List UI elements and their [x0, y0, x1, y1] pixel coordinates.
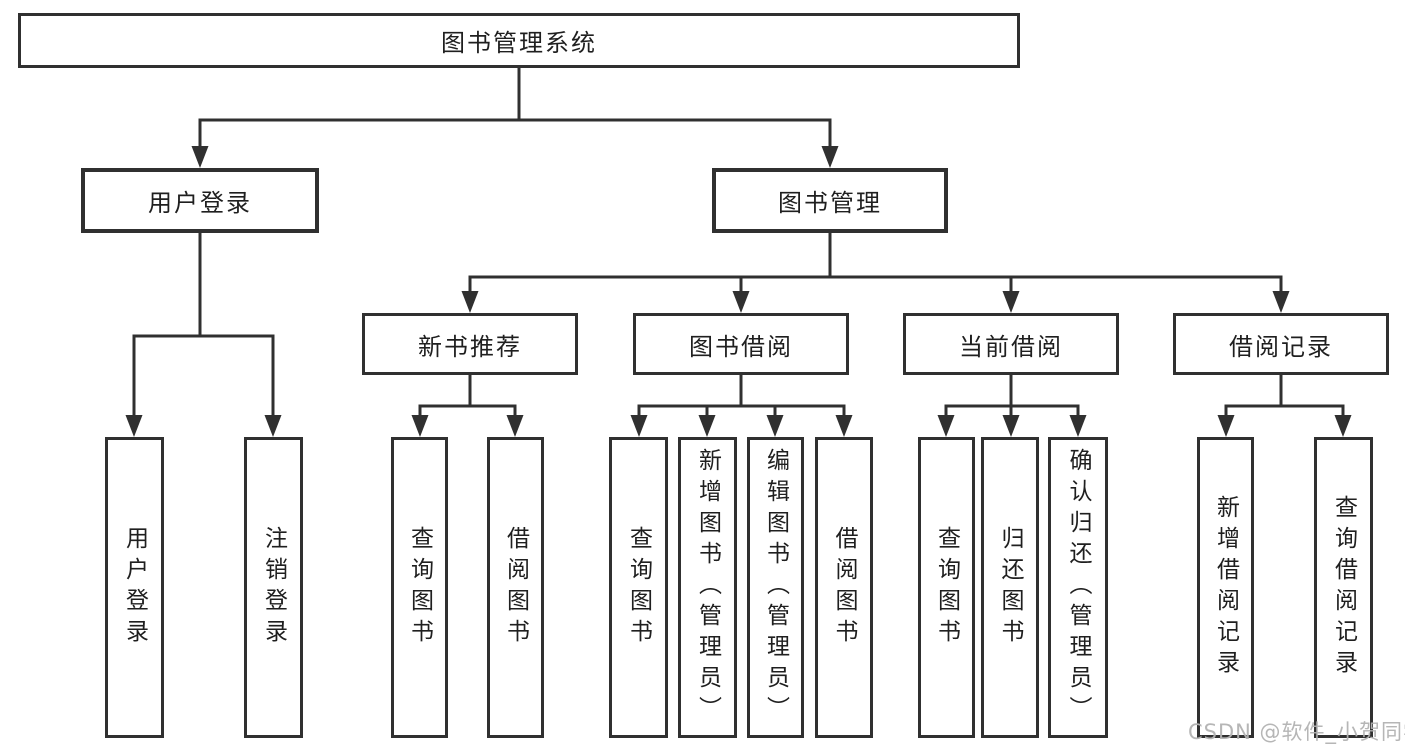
- connector-borrowing-rail: [637, 404, 846, 416]
- node-borrowing-records: 借阅记录: [1173, 313, 1389, 375]
- node-book-borrowing: 图书借阅: [633, 313, 849, 375]
- csdn-watermark: CSDN @软件_小贺同学: [1188, 720, 1405, 744]
- leaf-label: 查询图书: [406, 525, 433, 650]
- node-user-login: 用户登录: [81, 168, 319, 233]
- leaf-return-books: 归还图书: [981, 437, 1039, 738]
- leaf-label: 归还图书: [997, 525, 1023, 650]
- leaf-label: 查询借阅记录: [1330, 494, 1357, 681]
- leaf-label: 编辑图书（管理员）: [762, 448, 789, 727]
- node-book-management: 图书管理: [712, 168, 948, 233]
- leaf-label: 注销登录: [260, 525, 287, 650]
- leaf-add-borrow-record: 新增借阅记录: [1197, 437, 1254, 738]
- node-label: 用户登录: [148, 189, 252, 217]
- node-library-management-system: 图书管理系统: [18, 13, 1020, 68]
- connector-userlogin-rail: [132, 334, 275, 416]
- connector-current-rail: [944, 404, 1080, 416]
- node-label: 新书推荐: [418, 332, 522, 361]
- leaf-label: 用户登录: [121, 525, 148, 650]
- leaf-label: 借阅图书: [831, 525, 857, 650]
- node-new-book-recommendation: 新书推荐: [362, 313, 578, 375]
- leaf-query-borrow-record: 查询借阅记录: [1314, 437, 1373, 738]
- leaf-query-books-borrowing: 查询图书: [609, 437, 668, 738]
- leaf-borrow-books-newbooks: 借阅图书: [487, 437, 544, 738]
- node-label: 图书借阅: [689, 332, 793, 361]
- leaf-label: 新增借阅记录: [1212, 494, 1239, 681]
- node-current-borrowing: 当前借阅: [903, 313, 1119, 375]
- connector-level2-rail: [198, 118, 832, 147]
- leaf-query-books-current: 查询图书: [918, 437, 975, 738]
- leaf-borrow-books-borrowing: 借阅图书: [815, 437, 873, 738]
- leaf-label: 确认归还（管理员）: [1065, 448, 1091, 727]
- node-label: 当前借阅: [959, 332, 1063, 361]
- leaf-label: 查询图书: [933, 525, 960, 650]
- connector-records-rail: [1224, 404, 1345, 416]
- leaf-label: 新增图书（管理员）: [694, 448, 721, 727]
- leaf-query-books-newbooks: 查询图书: [391, 437, 448, 738]
- leaf-label: 查询图书: [625, 525, 652, 650]
- node-label: 图书管理系统: [441, 29, 597, 57]
- connector-level3-rail: [468, 275, 1283, 292]
- leaf-logout-login: 注销登录: [244, 437, 303, 738]
- node-label: 图书管理: [778, 189, 882, 217]
- leaf-label: 借阅图书: [502, 525, 529, 650]
- leaf-add-books-admin: 新增图书（管理员）: [678, 437, 737, 738]
- leaf-edit-books-admin: 编辑图书（管理员）: [747, 437, 804, 738]
- leaf-confirm-return-admin: 确认归还（管理员）: [1048, 437, 1108, 738]
- connector-newbooks-rail: [418, 404, 517, 416]
- leaf-user-login: 用户登录: [105, 437, 164, 738]
- node-label: 借阅记录: [1229, 332, 1333, 361]
